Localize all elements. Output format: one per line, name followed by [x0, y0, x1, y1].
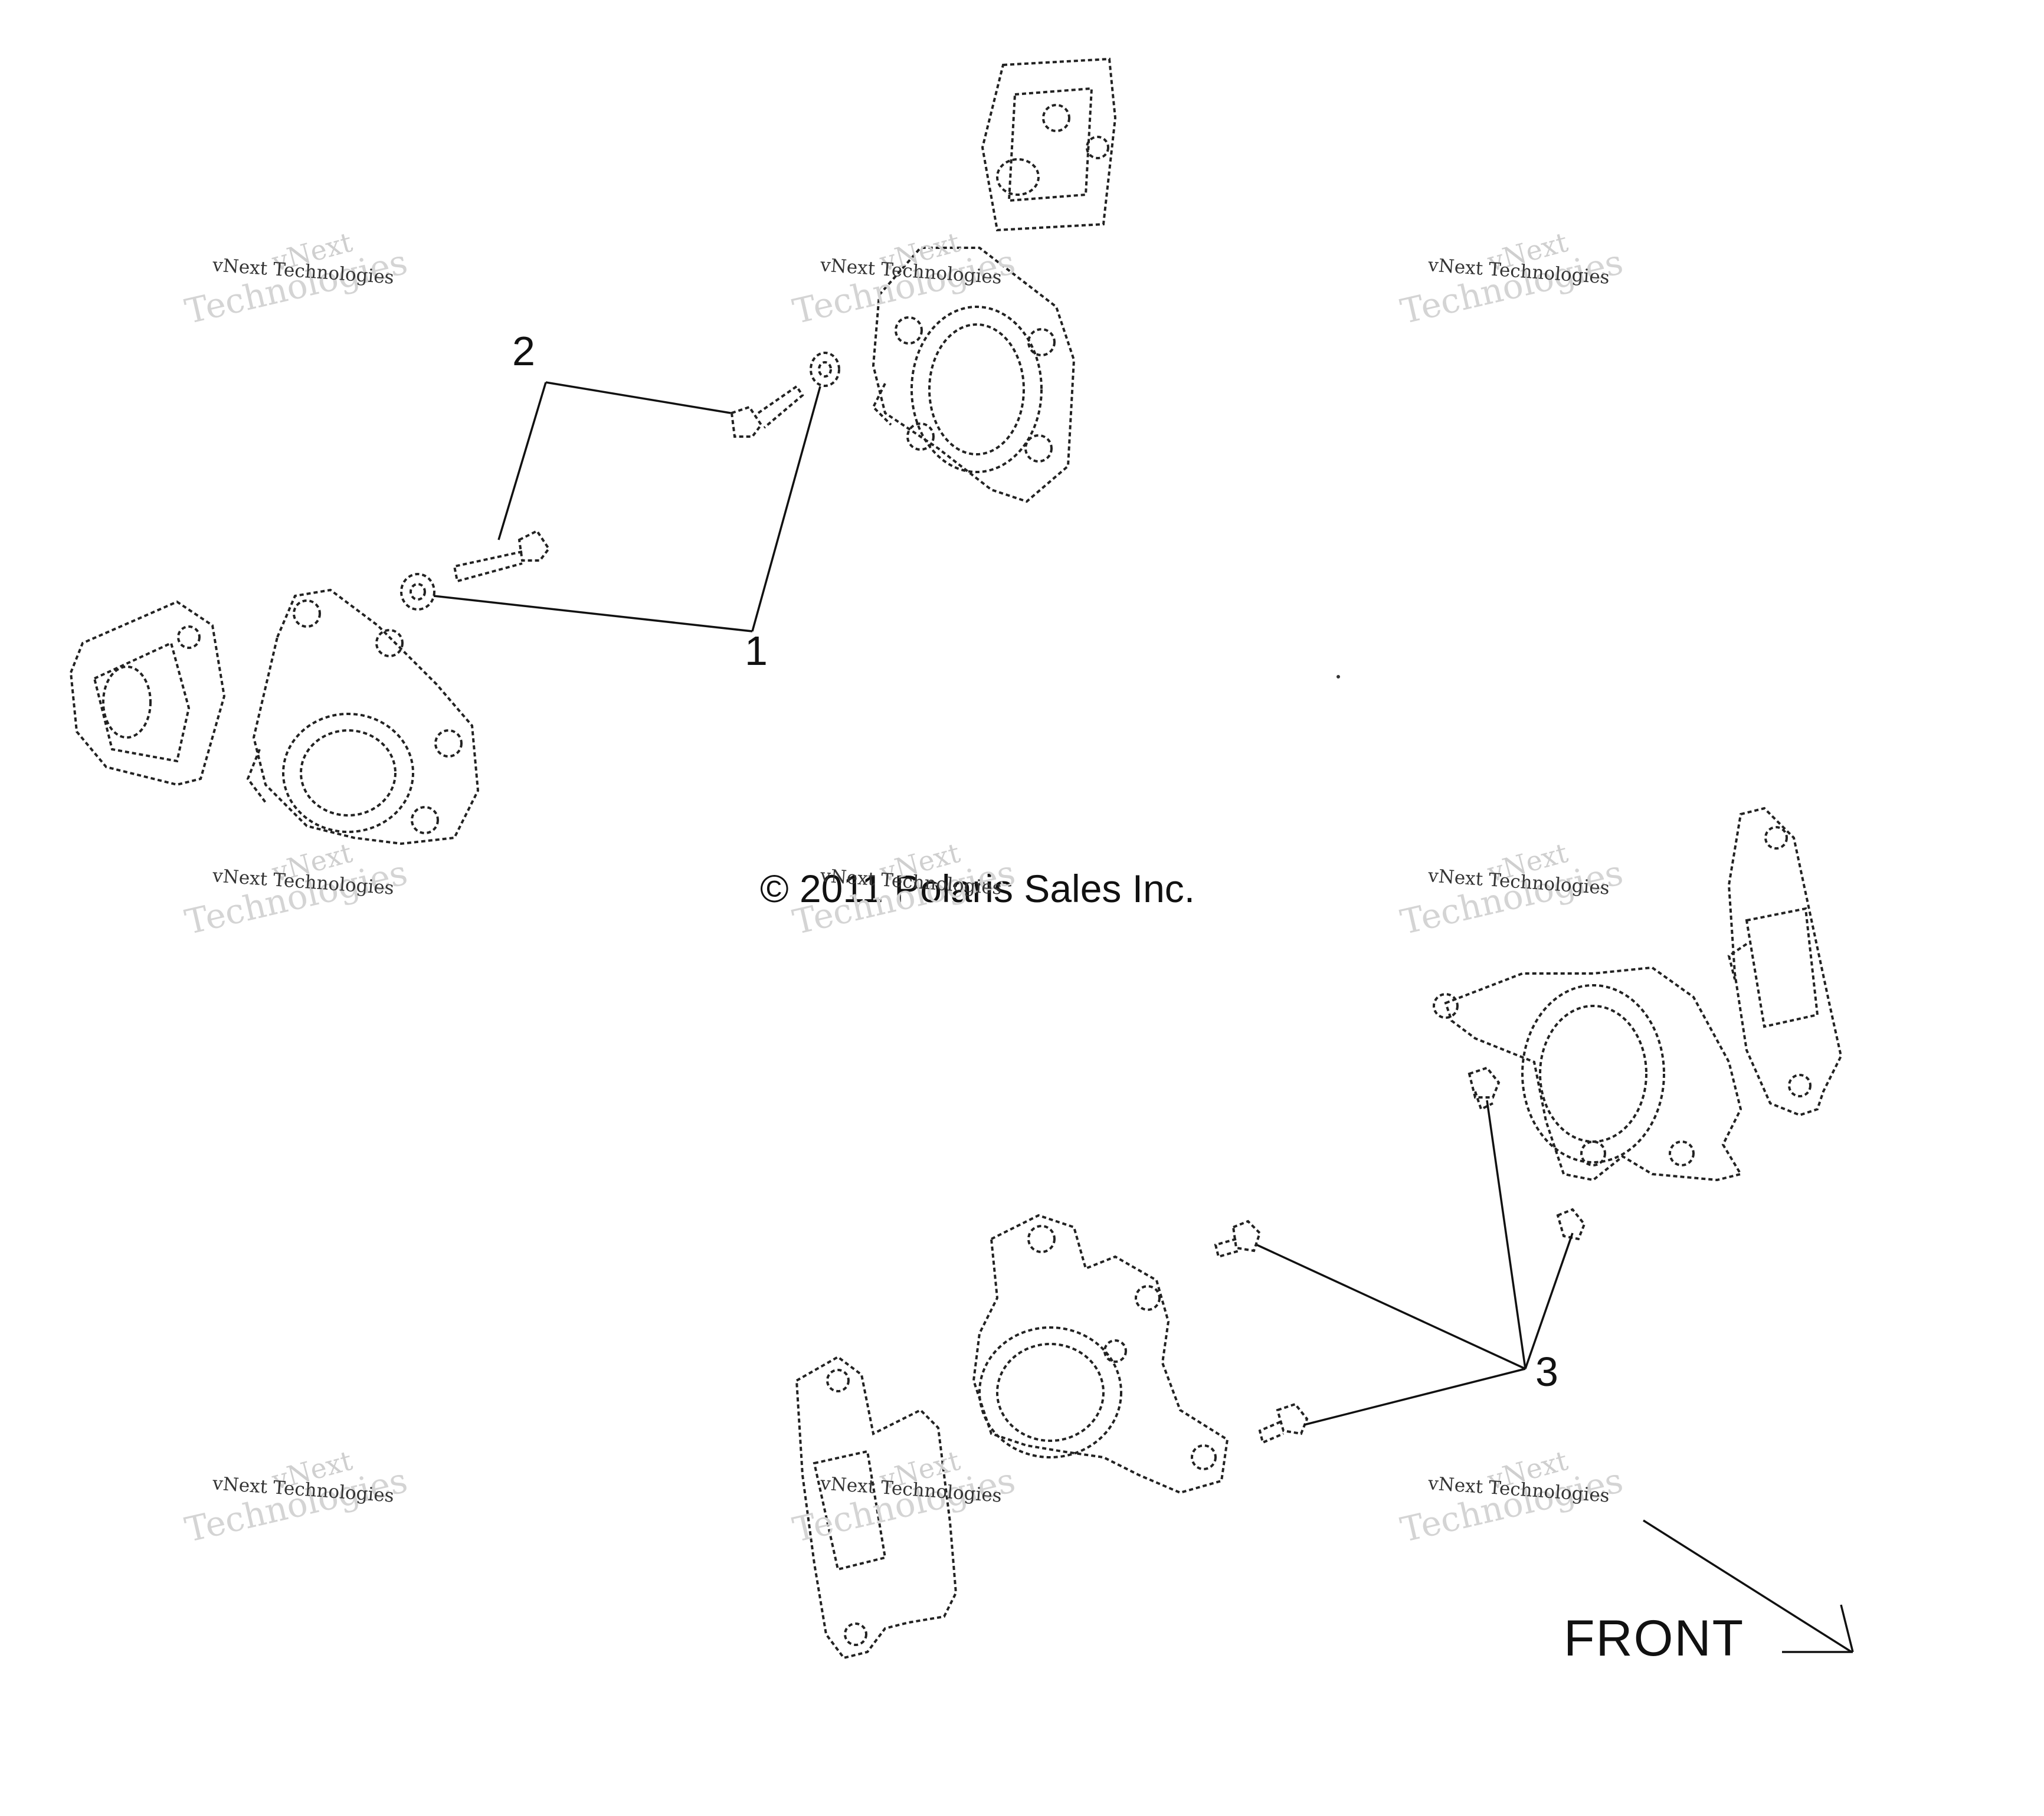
callout-number-1: 1	[745, 628, 768, 674]
watermark: vNext Technologies vNext Technologies	[1397, 226, 1627, 332]
caliper-top-right	[981, 57, 1117, 232]
steering-knuckle-left	[972, 1214, 1229, 1494]
stray-mark	[1337, 675, 1340, 678]
caliper-bottom-left	[795, 1355, 958, 1660]
bolt-upper	[730, 385, 804, 438]
hub-carrier-left	[246, 588, 480, 845]
hub-carrier-top-right	[872, 247, 1076, 503]
callout-number-2: 2	[512, 328, 535, 374]
caliper-bottom-right	[1727, 807, 1843, 1117]
bolt-3-left	[1214, 1220, 1262, 1258]
front-arrow-icon	[1643, 1519, 1854, 1653]
watermark: vNext Technologies vNext Technologies	[789, 1444, 1019, 1551]
watermark: vNext Technologies vNext Technologies	[789, 837, 1019, 943]
bolt-3-right	[1556, 1208, 1586, 1241]
bolt-lower	[453, 529, 551, 583]
caliper-left	[69, 600, 226, 786]
steering-knuckle-right	[1433, 966, 1743, 1182]
watermark: vNext Technologies vNext Technologies	[181, 1444, 411, 1551]
watermark: vNext Technologies vNext Technologies	[1397, 837, 1627, 943]
washer-lower	[400, 573, 435, 611]
watermark: vNext Technologies vNext Technologies	[789, 226, 1019, 332]
bolt-3-top	[1468, 1066, 1501, 1111]
callout-leaders	[433, 381, 1574, 1426]
bolt-3-bottom	[1258, 1402, 1309, 1444]
copyright-notice: © 2011 Polaris Sales Inc.	[760, 867, 1195, 910]
watermark: vNext Technologies vNext Technologies	[181, 226, 411, 332]
front-direction-label: FRONT	[1564, 1610, 1745, 1667]
callout-number-3: 3	[1535, 1349, 1558, 1395]
watermark: vNext Technologies vNext Technologies	[181, 837, 411, 943]
watermark: vNext Technologies vNext Technologies	[1397, 1444, 1627, 1551]
washer-upper	[810, 352, 840, 387]
